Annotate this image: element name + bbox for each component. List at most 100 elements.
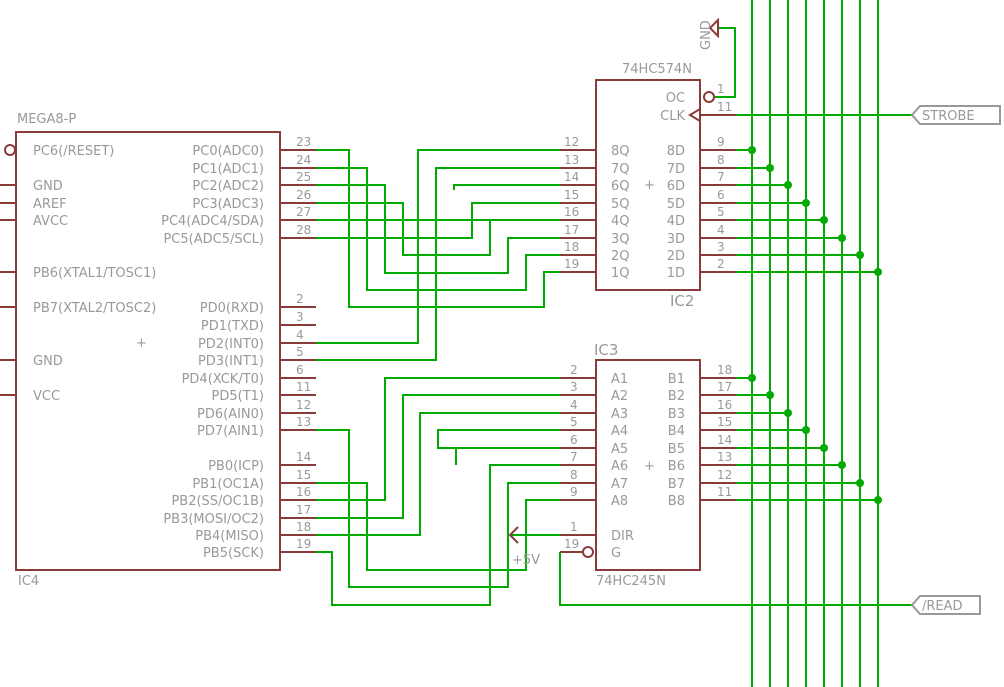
net-pb3 bbox=[296, 394, 578, 519]
gnd-symbol[interactable]: GND bbox=[699, 17, 719, 50]
vcc-symbol[interactable]: +5V bbox=[508, 526, 540, 568]
ic3-pin-label: A1 bbox=[611, 372, 628, 387]
ic4-pin-label: GND bbox=[33, 179, 63, 194]
ic3-pin-number: 13 bbox=[717, 450, 732, 464]
ic4-pin-number: 4 bbox=[296, 328, 304, 342]
ic3-pin-label: A7 bbox=[611, 477, 628, 492]
ic4-right-pins bbox=[280, 149, 316, 553]
ic4-mega8[interactable]: MEGA8-P IC4 + PC6(/RESET) GND AREF AVCC … bbox=[0, 112, 316, 589]
ic4-pin-label: PC1(ADC1) bbox=[192, 162, 264, 177]
ic2-74hc574[interactable]: 74HC574N IC2 + 8Q 7Q 6Q 5Q 4Q 3Q 2Q 1Q 1… bbox=[560, 62, 736, 310]
ic2-pin-label: 3D bbox=[667, 232, 685, 247]
ic4-body[interactable] bbox=[15, 131, 281, 571]
ic2-pin-number: 17 bbox=[564, 223, 579, 237]
ic4-pin-label: GND bbox=[33, 354, 63, 369]
junction bbox=[748, 374, 756, 382]
ic2-part-name: 74HC574N bbox=[622, 62, 692, 77]
ic4-pin-label: PB2(SS/OC1B) bbox=[171, 494, 264, 509]
ic2-pin-label: 2D bbox=[667, 249, 685, 264]
ic3-pin-label: A8 bbox=[611, 494, 628, 509]
ic3-pin-label: B3 bbox=[668, 407, 685, 422]
ic3-pin-number: 1 bbox=[570, 520, 578, 534]
ic4-pin-number: 11 bbox=[296, 380, 311, 394]
ic3-74hc245[interactable]: IC3 74HC245N + A1 A2 A3 A4 A5 A6 A7 A8 D… bbox=[560, 341, 736, 589]
ic2-pin-number: 4 bbox=[717, 223, 725, 237]
ic4-pin-number: 26 bbox=[296, 188, 311, 202]
ic4-pin-label: PB3(MOSI/OC2) bbox=[163, 512, 264, 527]
ic4-pin-label: AVCC bbox=[33, 214, 68, 229]
ic2-pin-number: 8 bbox=[717, 153, 725, 167]
ic2-oc-inverter bbox=[703, 91, 715, 103]
ic3-pin-number: 4 bbox=[570, 398, 578, 412]
ic2-pin-label: 5Q bbox=[611, 197, 630, 212]
ic4-pin-label: PD6(AIN0) bbox=[197, 407, 264, 422]
ic3-pin-number: 2 bbox=[570, 363, 578, 377]
ic3-pin-label: A6 bbox=[611, 459, 628, 474]
net-pc1 bbox=[296, 167, 578, 291]
ic3-pin-number: 11 bbox=[717, 485, 732, 499]
port-strobe-label: STROBE bbox=[922, 109, 975, 124]
gnd-triangle-icon bbox=[708, 17, 719, 39]
ic4-pin-number: 19 bbox=[296, 537, 311, 551]
ic2-pin-label: 8Q bbox=[611, 144, 630, 159]
net-pc2 bbox=[296, 184, 578, 274]
ic4-pin-label: PB6(XTAL1/TOSC1) bbox=[33, 266, 156, 281]
port-strobe-box bbox=[910, 105, 1001, 125]
ic4-pin-label: PC3(ADC3) bbox=[192, 197, 264, 212]
ic4-ref: IC4 bbox=[18, 574, 39, 589]
ic2-pin-number: 5 bbox=[717, 205, 725, 219]
junction bbox=[784, 181, 792, 189]
ic2-ref: IC2 bbox=[670, 292, 694, 310]
ic2-clock-marker bbox=[688, 108, 701, 122]
ic3-pin-number: 14 bbox=[717, 433, 732, 447]
ic4-pin-number: 2 bbox=[296, 292, 304, 306]
ic3-origin-cross: + bbox=[644, 459, 655, 474]
net-pd3 bbox=[296, 167, 578, 361]
ic2-pin-number: 11 bbox=[717, 100, 732, 114]
ic2-pin-number: 9 bbox=[717, 135, 725, 149]
junction bbox=[874, 496, 882, 504]
ic4-part-name: MEGA8-P bbox=[17, 112, 76, 127]
ic2-pin-number: 2 bbox=[717, 257, 725, 271]
ic2-pin-number: 3 bbox=[717, 240, 725, 254]
ic2-pin-number: 19 bbox=[564, 257, 579, 271]
vcc-arrow-icon bbox=[508, 526, 519, 544]
ic4-pin-label: PB0(ICP) bbox=[208, 459, 264, 474]
ic3-pin-label: B4 bbox=[668, 424, 685, 439]
ic4-pin-number: 23 bbox=[296, 135, 311, 149]
ic3-pin-label: A4 bbox=[611, 424, 628, 439]
ic3-ref: IC3 bbox=[594, 341, 618, 359]
ic4-pin-label: VCC bbox=[33, 389, 60, 404]
junction bbox=[748, 146, 756, 154]
junction bbox=[784, 409, 792, 417]
ic4-pin-number: 13 bbox=[296, 415, 311, 429]
ic4-pin-label: PB7(XTAL2/TOSC2) bbox=[33, 301, 156, 316]
net-pb1 bbox=[296, 482, 578, 571]
gnd-label: GND bbox=[699, 20, 714, 50]
ic4-pin-label: PC0(ADC0) bbox=[192, 144, 264, 159]
junctions bbox=[748, 146, 882, 504]
ic3-pin-number: 15 bbox=[717, 415, 732, 429]
ic2-pin-label: 4D bbox=[667, 214, 685, 229]
port-read[interactable]: /READ bbox=[910, 595, 981, 615]
ic4-pin-number: 27 bbox=[296, 205, 311, 219]
ic3-pin-label: B2 bbox=[668, 389, 685, 404]
ic4-pin-number: 6 bbox=[296, 363, 304, 377]
ic3-pin-label: B5 bbox=[668, 442, 685, 457]
ic3-pin-label: B1 bbox=[668, 372, 685, 387]
ic2-pin-number: 13 bbox=[564, 153, 579, 167]
junction bbox=[820, 216, 828, 224]
ic4-pin-label: PB5(SCK) bbox=[203, 546, 264, 561]
ic4-pin-label: PD7(AIN1) bbox=[197, 424, 264, 439]
ic4-pin-number: 12 bbox=[296, 398, 311, 412]
net-pc5 bbox=[296, 202, 578, 239]
ic2-pin-number: 18 bbox=[564, 240, 579, 254]
port-strobe[interactable]: STROBE bbox=[910, 105, 1001, 125]
ic4-pin-label: PD5(T1) bbox=[212, 389, 264, 404]
ic2-pin-number: 15 bbox=[564, 188, 579, 202]
ic2-pin-label: 1Q bbox=[611, 266, 630, 281]
ic3-pin-number: 9 bbox=[570, 485, 578, 499]
ic2-pin-number: 12 bbox=[564, 135, 579, 149]
ic4-pin-label: PB1(OC1A) bbox=[192, 477, 264, 492]
